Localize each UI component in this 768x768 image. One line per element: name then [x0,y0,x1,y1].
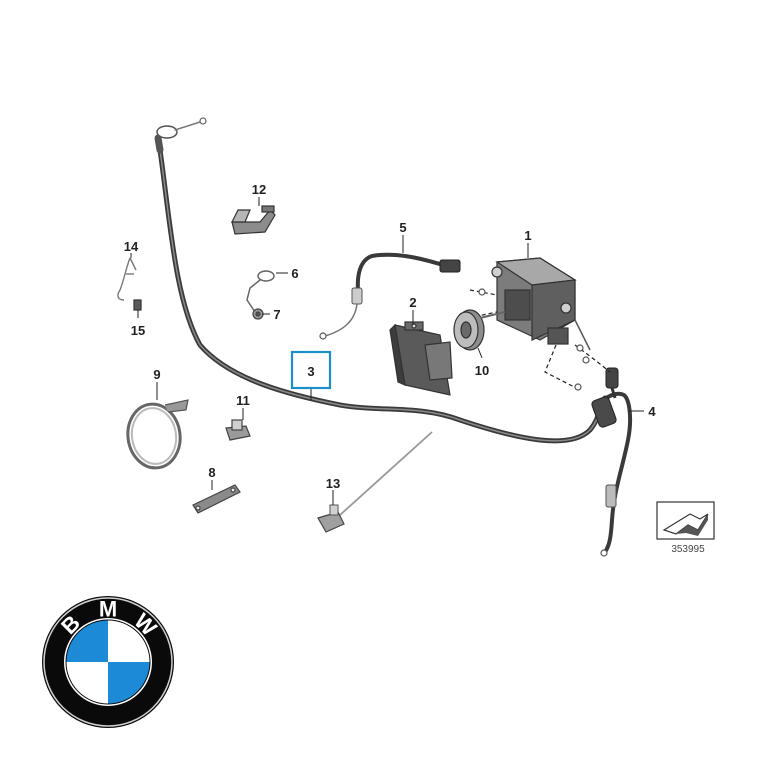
callout-7[interactable]: 7 [273,307,280,322]
part-8-strap [192,484,241,514]
part-15-screw [133,299,142,311]
callout-5[interactable]: 5 [399,220,406,235]
part-14-spring [117,257,137,301]
callout-8[interactable]: 8 [208,465,215,480]
callout-4[interactable]: 4 [648,404,656,419]
part-5-cable [319,252,461,340]
part-10-pulley [453,309,506,351]
callout-14[interactable]: 14 [124,239,139,254]
part-7-screw [252,308,264,320]
callout-3[interactable]: 3 [307,364,314,379]
callout-1[interactable]: 1 [524,228,531,243]
part-9-clamp [126,399,189,470]
part-13-rod [317,431,433,533]
callout-labels: 1 2 3 4 5 6 7 8 9 10 11 12 13 14 15 [124,182,657,491]
callout-9[interactable]: 9 [153,367,160,382]
logo-letter-m: M [99,597,117,622]
bmw-logo: B M W [42,596,174,728]
reference-box: 353995 [656,501,715,555]
part-4-cable [591,367,633,557]
leader-lines [130,197,644,505]
part-1-actuator [491,257,591,351]
callout-15[interactable]: 15 [131,323,145,338]
small-connectors [478,288,590,391]
part-6-clip [246,270,275,313]
callout-10[interactable]: 10 [475,363,489,378]
callout-12[interactable]: 12 [252,182,266,197]
highlight-box-part-3 [290,350,332,390]
part-11-clip [225,419,251,441]
part-2-cover [389,321,453,396]
direction-arrow-icon [662,513,709,536]
callout-13[interactable]: 13 [326,476,340,491]
part-3-cable [154,117,608,444]
callout-2[interactable]: 2 [409,295,416,310]
callout-6[interactable]: 6 [291,266,298,281]
callout-11[interactable]: 11 [236,393,250,408]
part-12-bracket [231,205,276,235]
reference-number: 353995 [671,544,705,555]
